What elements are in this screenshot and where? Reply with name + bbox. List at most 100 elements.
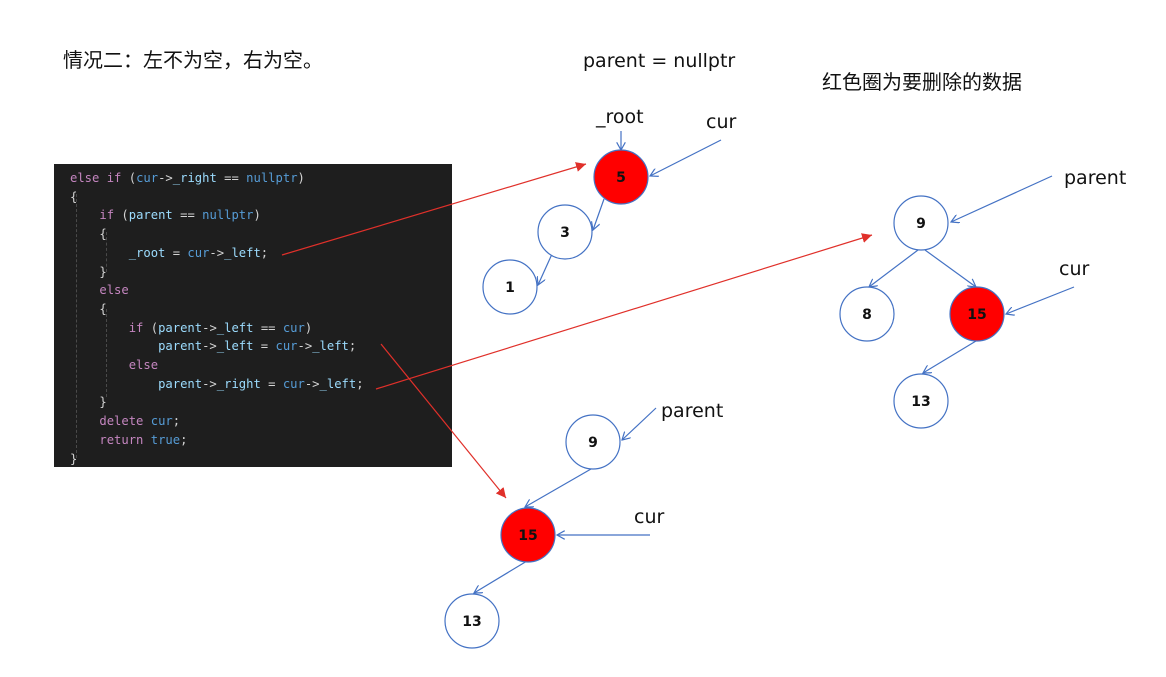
code-token: parent bbox=[158, 376, 203, 391]
code-token: cur bbox=[275, 339, 298, 354]
tree-node: 13 bbox=[893, 373, 949, 429]
code-line: _root = cur->_left; bbox=[70, 245, 268, 261]
page-heading: 情况二：左不为空，右为空。 bbox=[63, 48, 323, 72]
code-line: delete cur; bbox=[70, 413, 180, 429]
code-token: -> bbox=[297, 339, 313, 354]
tree-node-deleted: 5 bbox=[593, 149, 649, 205]
code-token: } bbox=[70, 451, 78, 466]
node-value: 1 bbox=[505, 280, 515, 296]
code-token: == bbox=[216, 171, 247, 185]
code-token: cur bbox=[282, 376, 305, 391]
code-token: == bbox=[253, 320, 283, 335]
code-token: ) bbox=[304, 320, 313, 335]
tree-node: 3 bbox=[537, 204, 593, 260]
code-line: } bbox=[70, 394, 107, 410]
tree-edge bbox=[924, 249, 976, 287]
code-line: else bbox=[70, 357, 158, 373]
indent-guide bbox=[76, 194, 77, 458]
parent-pointer-label: parent bbox=[661, 400, 723, 422]
code-token: delete bbox=[99, 414, 144, 429]
code-line: else if (cur->_right == nullptr) bbox=[70, 170, 305, 186]
code-token: true bbox=[150, 432, 181, 447]
code-token: ; bbox=[180, 432, 188, 447]
code-token: _left bbox=[312, 339, 349, 354]
code-token: ) bbox=[297, 171, 305, 185]
code-token: if bbox=[106, 171, 122, 185]
code-line: parent->_left = cur->_left; bbox=[70, 338, 356, 354]
code-token: -> bbox=[202, 339, 217, 354]
code-token: cur bbox=[136, 171, 159, 185]
code-token: cur bbox=[282, 320, 305, 335]
code-token: ( bbox=[143, 320, 159, 335]
code-token: } bbox=[70, 395, 107, 410]
code-token: ( bbox=[114, 208, 129, 223]
code-token: = bbox=[260, 376, 283, 391]
code-token: == bbox=[172, 208, 203, 223]
code-line: { bbox=[70, 301, 107, 317]
tree-node-deleted: 15 bbox=[500, 507, 556, 563]
tree-node: 13 bbox=[444, 593, 500, 649]
code-token: return bbox=[99, 432, 144, 447]
root-pointer-label: _root bbox=[595, 106, 644, 128]
code-token: = bbox=[165, 245, 188, 260]
code-token: { bbox=[70, 301, 107, 316]
code-token: nullptr bbox=[202, 208, 254, 223]
node-value: 5 bbox=[616, 170, 626, 186]
code-token: parent bbox=[158, 339, 203, 354]
code-line: { bbox=[70, 226, 106, 242]
node-value: 9 bbox=[916, 216, 926, 232]
code-token: ; bbox=[260, 245, 269, 260]
code-token: else bbox=[70, 171, 100, 185]
code-token: cur bbox=[187, 245, 210, 260]
code-panel: else if (cur->_right == nullptr){ if (pa… bbox=[54, 164, 452, 467]
tree-node: 9 bbox=[565, 414, 621, 470]
code-token: parent bbox=[128, 208, 173, 223]
tree-edge bbox=[525, 468, 592, 507]
code-token: -> bbox=[202, 320, 217, 335]
code-token: else bbox=[99, 283, 129, 298]
cur-pointer-label: cur bbox=[706, 111, 736, 133]
code-line: else bbox=[70, 282, 129, 298]
tree-edge bbox=[474, 560, 528, 593]
tree-node: 8 bbox=[839, 286, 895, 342]
code-token: _right bbox=[216, 376, 261, 391]
code-line: } bbox=[70, 264, 106, 280]
cur-pointer-arrow bbox=[1006, 286, 1075, 314]
parent-pointer-arrow bbox=[951, 175, 1053, 222]
code-token: parent bbox=[158, 320, 203, 335]
cur-pointer-label: cur bbox=[1059, 258, 1089, 280]
node-value: 15 bbox=[518, 528, 537, 544]
legend-note: 红色圈为要删除的数据 bbox=[822, 70, 1022, 94]
code-token: ; bbox=[356, 376, 364, 391]
code-token: ) bbox=[253, 208, 261, 223]
code-token: else bbox=[128, 358, 159, 372]
code-token: ( bbox=[121, 171, 137, 185]
node-value: 13 bbox=[911, 394, 930, 410]
tree-node: 1 bbox=[482, 259, 538, 315]
indent-guide bbox=[106, 309, 107, 397]
code-link-arrow-left bbox=[380, 343, 507, 499]
tree-node: 9 bbox=[893, 195, 949, 251]
parent-pointer-label: parent bbox=[1064, 167, 1126, 189]
tree-edge bbox=[593, 198, 605, 230]
parent-pointer-arrow bbox=[622, 407, 657, 440]
code-token: _left bbox=[216, 320, 254, 335]
code-line: } bbox=[70, 451, 77, 467]
code-token: _right bbox=[172, 171, 217, 185]
tree-edge bbox=[923, 340, 977, 373]
tree-edge bbox=[869, 249, 919, 287]
cur-pointer-arrow bbox=[650, 139, 722, 176]
code-token: _left bbox=[319, 376, 357, 391]
code-line: parent->_right = cur->_left; bbox=[70, 376, 364, 392]
code-token: ; bbox=[348, 339, 357, 354]
indent-guide bbox=[106, 232, 107, 272]
code-token: if bbox=[128, 320, 144, 335]
code-token: -> bbox=[304, 376, 320, 391]
code-link-arrow-root bbox=[281, 162, 587, 256]
code-token: -> bbox=[202, 376, 217, 391]
code-token: -> bbox=[158, 171, 173, 185]
code-line: if (parent->_left == cur) bbox=[70, 320, 313, 336]
code-link-arrow-right bbox=[375, 233, 873, 390]
parent-nullptr-label: parent = nullptr bbox=[583, 50, 735, 72]
